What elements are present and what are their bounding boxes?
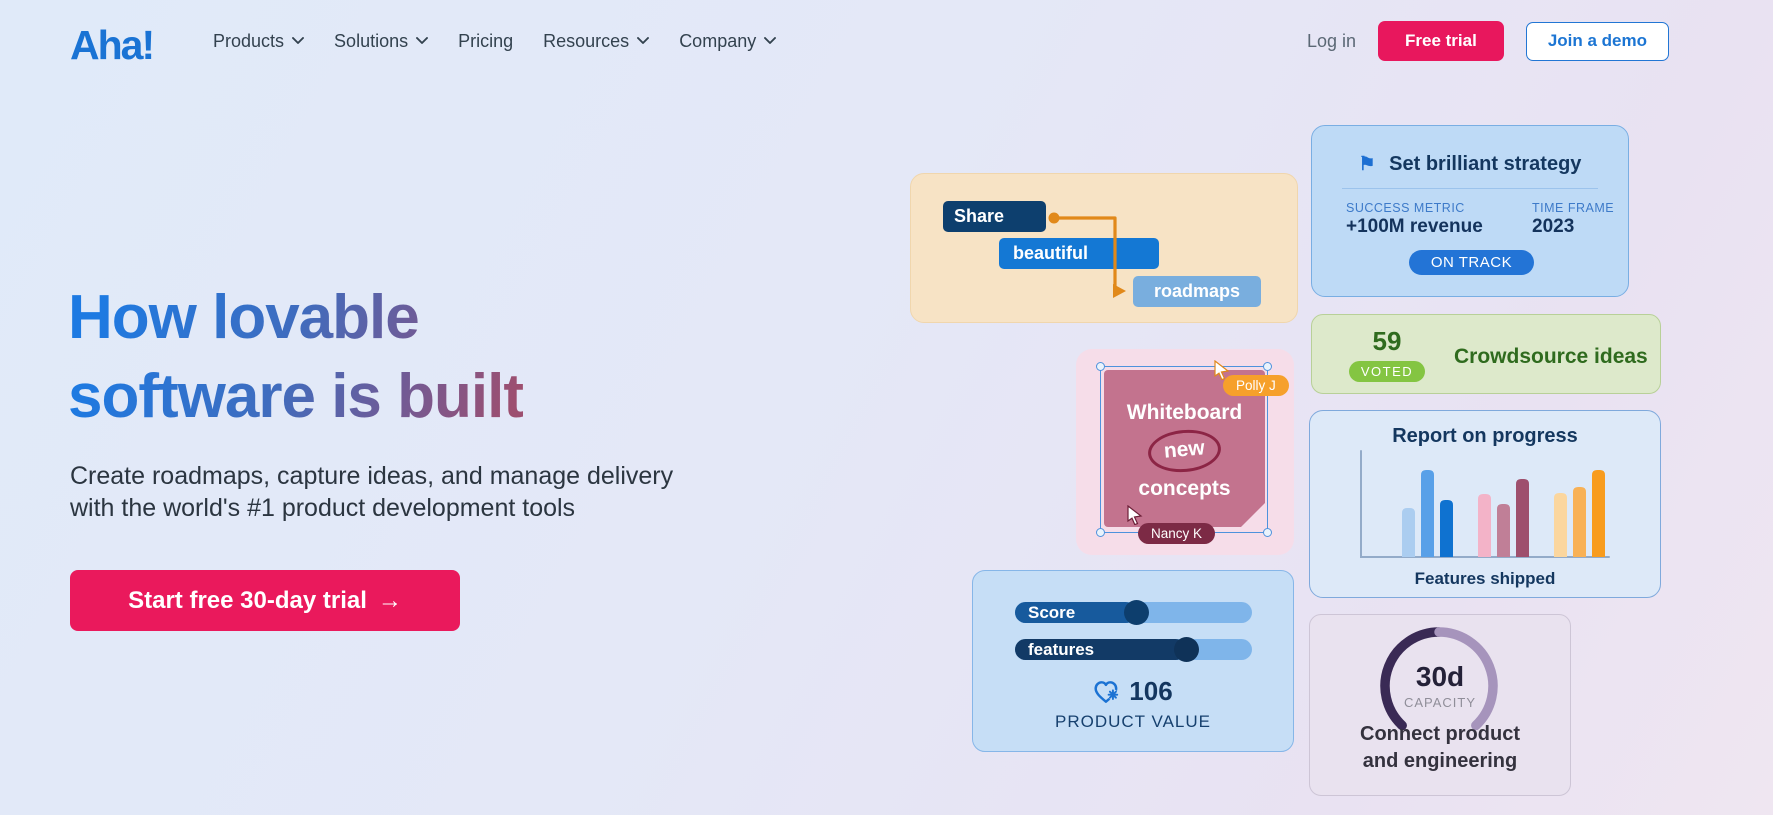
slider-fill-score: Score: [1015, 602, 1136, 623]
hero-subtitle-line1: Create roadmaps, capture ideas, and mana…: [70, 462, 674, 490]
chart-bar: [1402, 508, 1415, 557]
capacity-card: 30d CAPACITY Connect product and enginee…: [1309, 614, 1571, 796]
voted-badge: VOTED: [1349, 361, 1425, 382]
header-actions: Log in Free trial Join a demo: [1307, 0, 1669, 82]
strategy-card: ⚑ Set brilliant strategy SUCCESS METRIC …: [1311, 125, 1629, 297]
product-value-caption: PRODUCT VALUE: [1055, 712, 1211, 731]
slider-knob: [1123, 600, 1149, 625]
slider-row: Score: [1015, 600, 1252, 625]
chart-bar: [1478, 494, 1491, 557]
report-progress-card: Report on progress Features shipped: [1309, 410, 1661, 598]
selection-handle: [1096, 528, 1105, 537]
nav-label: Products: [213, 30, 285, 51]
whiteboard-text-line3: concepts: [1138, 477, 1231, 500]
gantt-bar-roadmaps: roadmaps: [1133, 276, 1261, 307]
product-value-number: 106: [1129, 676, 1173, 706]
nav-label: Pricing: [458, 30, 514, 51]
chevron-down-icon: [416, 37, 429, 44]
slider-fill-features: features: [1015, 639, 1186, 660]
status-badge: ON TRACK: [1409, 250, 1534, 275]
join-demo-button[interactable]: Join a demo: [1525, 21, 1669, 61]
hero-title-line2: software is built: [68, 362, 523, 431]
nav-item-products[interactable]: Products: [213, 31, 304, 52]
chart-bar: [1573, 487, 1586, 557]
success-metric-label: SUCCESS METRIC: [1346, 201, 1465, 215]
start-trial-button[interactable]: Start free 30-day trial →: [70, 570, 460, 631]
arrow-right-icon: →: [377, 586, 402, 614]
capacity-caption-line1: Connect product: [1360, 723, 1520, 745]
nav-label: Solutions: [334, 30, 409, 51]
chart-bar: [1440, 500, 1453, 557]
whiteboard-sticky-note: Whiteboard new concepts: [1104, 370, 1266, 528]
nav-item-resources[interactable]: Resources: [543, 30, 650, 52]
roadmap-illustration-card: Share beautiful roadmaps: [910, 173, 1298, 323]
chart-bar: [1554, 493, 1567, 557]
aha-logo[interactable]: Aha!: [70, 22, 155, 68]
dependency-connector: [1048, 212, 1126, 298]
capacity-label: CAPACITY: [1403, 695, 1477, 710]
time-frame-label: TIME FRAME: [1532, 201, 1615, 215]
selection-handle: [1263, 362, 1272, 371]
folded-corner: [1240, 502, 1266, 528]
selection-handle: [1263, 528, 1272, 537]
nav-item-company[interactable]: Company: [679, 30, 777, 52]
selection-handle: [1096, 362, 1105, 371]
strategy-title-row: ⚑ Set brilliant strategy: [1312, 153, 1628, 176]
features-shipped-chart: [1360, 450, 1610, 558]
flag-icon: ⚑: [1358, 154, 1376, 175]
strategy-title: Set brilliant strategy: [1389, 153, 1582, 175]
nav-label: Company: [679, 30, 757, 51]
login-link[interactable]: Log in: [1306, 30, 1356, 51]
capacity-caption: Connect product and engineering: [1310, 721, 1570, 775]
main-nav: Products Solutions Pricing Resources Com…: [213, 0, 777, 82]
whiteboard-illustration-card: Whiteboard new concepts Polly J Nancy K: [1076, 349, 1294, 555]
hero-title-line1: How lovable: [68, 283, 419, 352]
capacity-value: 30d: [1415, 661, 1465, 692]
product-value-row: 106: [973, 676, 1293, 707]
slider-knob: [1173, 637, 1199, 662]
chart-bar: [1592, 470, 1605, 557]
cursor-icon: [1214, 360, 1230, 380]
free-trial-button[interactable]: Free trial: [1378, 21, 1504, 61]
hero-subtitle: Create roadmaps, capture ideas, and mana…: [70, 460, 673, 524]
slider-row: features: [1015, 637, 1252, 662]
chevron-down-icon: [637, 37, 650, 44]
time-frame-value: 2023: [1532, 216, 1575, 237]
collaborator-tag-polly: Polly J: [1223, 375, 1289, 396]
whiteboard-text-line1: Whiteboard: [1126, 401, 1243, 424]
nav-label: Resources: [543, 30, 630, 51]
report-title: Report on progress: [1392, 425, 1578, 447]
cursor-icon: [1127, 505, 1143, 525]
prioritize-illustration-card: Score features 106 PRODUCT VALUE: [972, 570, 1294, 752]
collaborator-tag-nancy: Nancy K: [1138, 523, 1216, 544]
nav-item-solutions[interactable]: Solutions: [334, 30, 429, 52]
hero-subtitle-line2: with the world's #1 product development …: [70, 494, 576, 522]
capacity-caption-line2: and engineering: [1362, 750, 1518, 772]
crowdsource-title: Crowdsource ideas: [1454, 345, 1648, 368]
nav-item-pricing[interactable]: Pricing: [458, 31, 513, 52]
start-trial-label: Start free 30-day trial: [128, 586, 367, 614]
crowdsource-ideas-card: 59 VOTED Crowdsource ideas: [1311, 314, 1661, 394]
capacity-gauge: [1380, 627, 1498, 731]
chevron-down-icon: [764, 37, 777, 44]
chart-bar: [1516, 479, 1529, 557]
vote-count: 59: [1372, 326, 1402, 356]
chart-bar: [1497, 504, 1510, 557]
hero-title: How lovable software is built: [68, 278, 523, 436]
gantt-bar-share: Share: [943, 201, 1046, 232]
report-caption: Features shipped: [1414, 569, 1556, 588]
gantt-bar-beautiful: beautiful: [999, 238, 1159, 269]
success-metric-value: +100M revenue: [1346, 216, 1483, 237]
chart-bar: [1421, 470, 1434, 557]
heart-icon: [1094, 680, 1119, 703]
divider: [1342, 188, 1598, 189]
chevron-down-icon: [292, 37, 304, 44]
